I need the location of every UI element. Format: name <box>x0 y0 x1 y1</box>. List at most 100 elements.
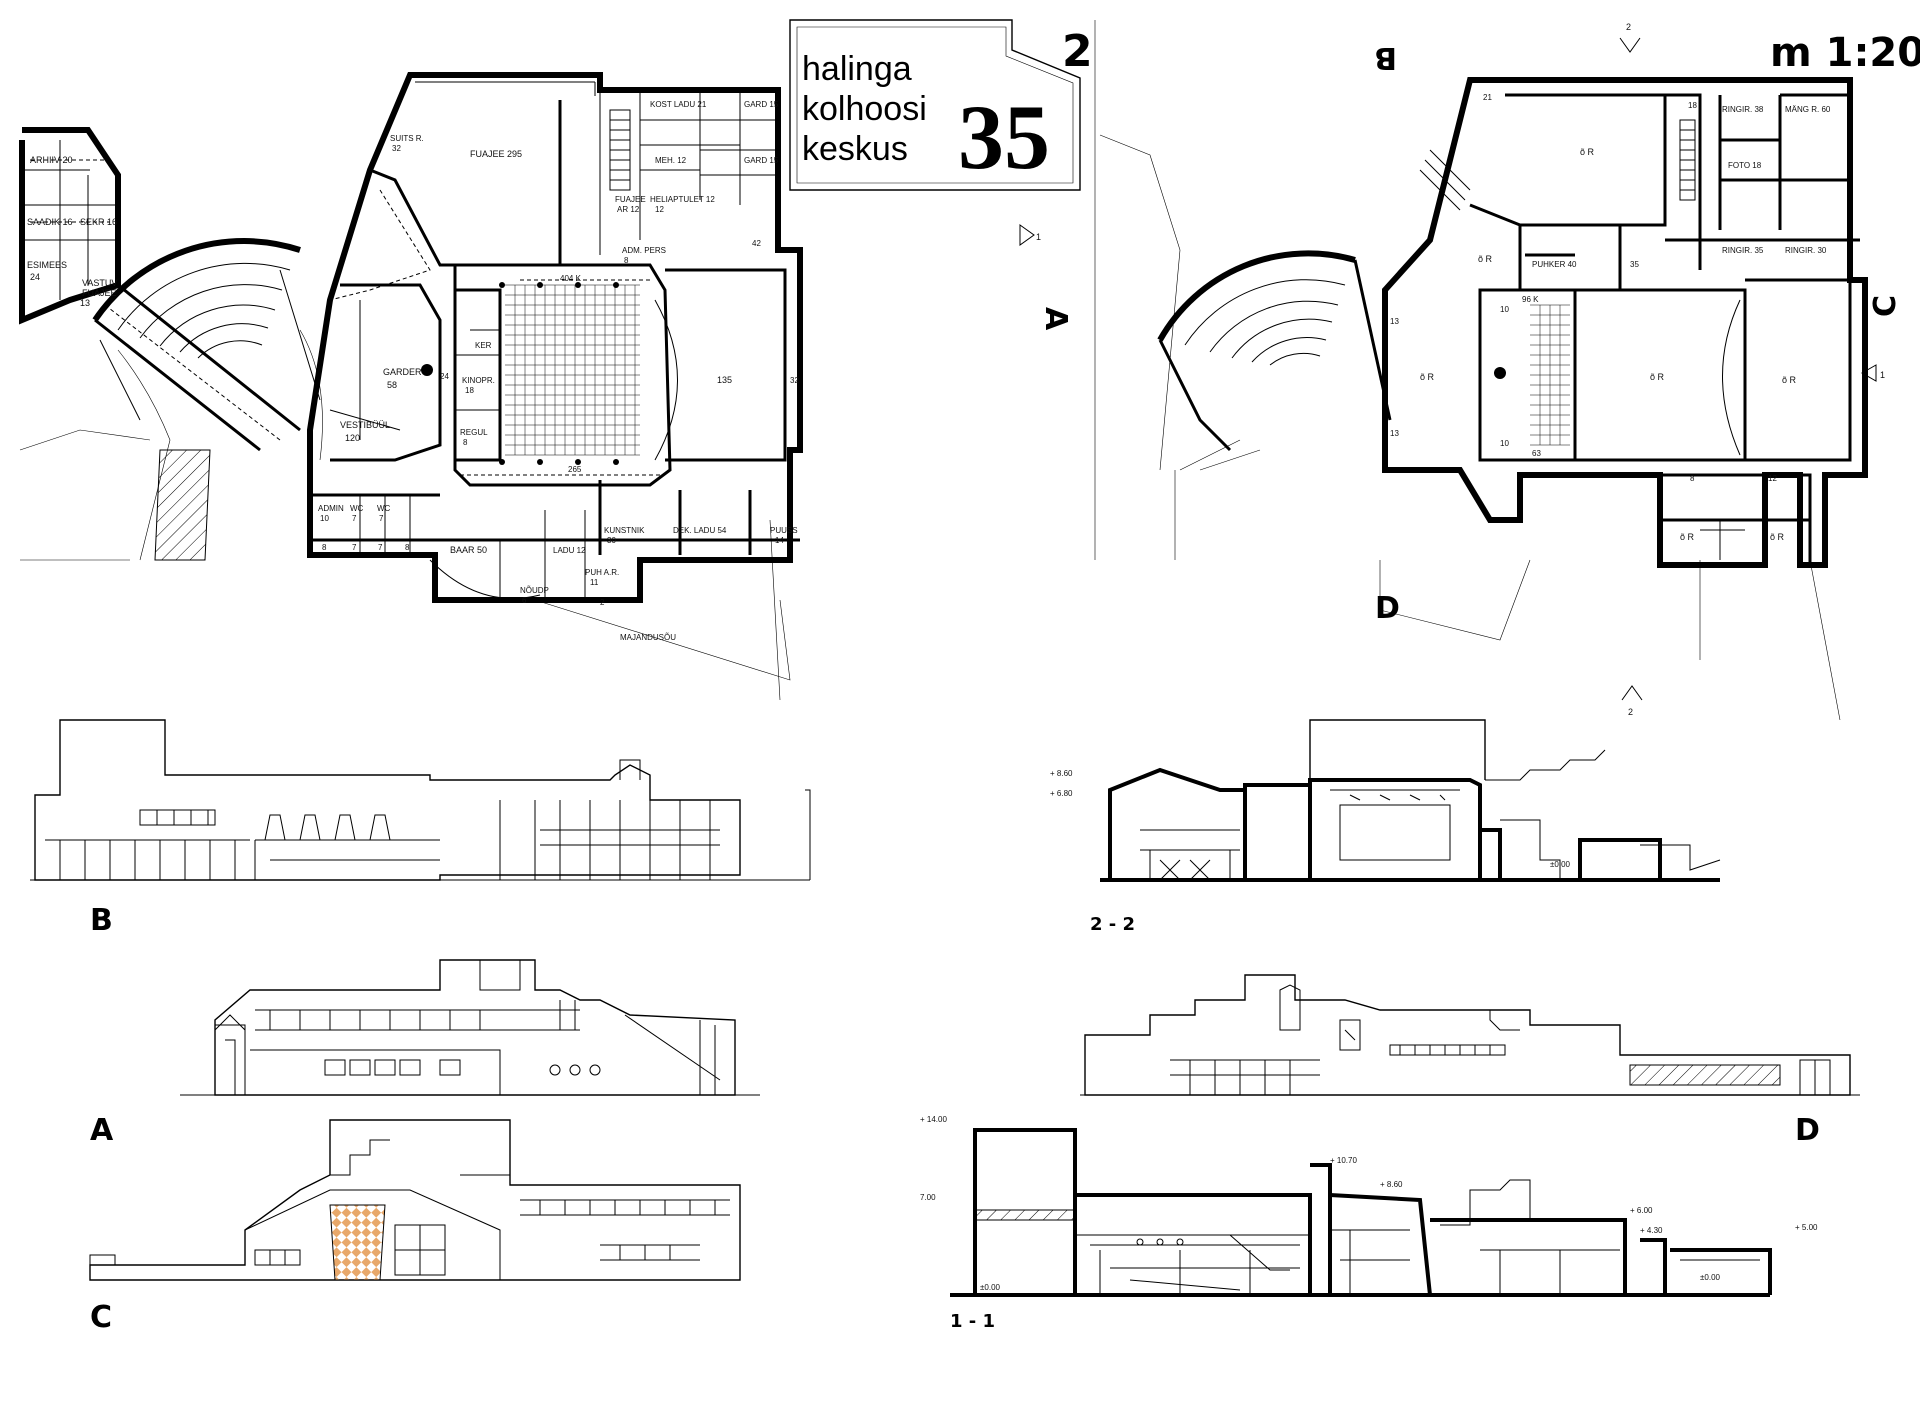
upper-room-63: 63 <box>1532 449 1541 458</box>
room-esimees-area: 24 <box>30 272 40 282</box>
room-fuajee: FUAJEE 295 <box>470 149 522 159</box>
room-puuss: PUUSS <box>770 526 798 535</box>
title-line-3: keskus <box>802 130 908 168</box>
upper-room-18: 18 <box>1688 101 1697 110</box>
section-markers: 1 2 2 1 <box>1019 22 1885 717</box>
upper-room-or-5: õ R <box>1782 375 1797 385</box>
view-label-a: A <box>1038 307 1073 331</box>
upper-room-21: 21 <box>1483 93 1492 102</box>
section-marker-2-bottom: 2 <box>1628 707 1633 717</box>
level-s11-a: + 14.00 <box>920 1115 947 1124</box>
level-s11-h: ±0.00 <box>980 1283 1001 1292</box>
upper-room-or-7: õ R <box>1770 532 1785 542</box>
room-regul: REGUL <box>460 428 488 437</box>
upper-floor-labels: 21 õ R 18 RINGIR. 38 MÄNG R. 60 FOTO 18 … <box>1390 93 1831 542</box>
elevation-b <box>30 719 811 881</box>
room-kunstnik-area: 30 <box>607 536 616 545</box>
section-2-2-levels: + 8.60 + 6.80 ±0.00 <box>1050 769 1571 869</box>
upper-room-ringir-38: RINGIR. 38 <box>1722 105 1764 114</box>
room-baar: BAAR 50 <box>450 545 487 555</box>
ground-floor-plan <box>19 72 803 701</box>
upper-room-13a: 13 <box>1390 317 1399 326</box>
room-helitulet-area: 12 <box>655 205 664 214</box>
level-s11-g: + 5.00 <box>1795 1223 1818 1232</box>
upper-room-or-1: õ R <box>1580 147 1595 157</box>
room-vestibuul-area: 120 <box>345 433 360 443</box>
view-label-b-top: B <box>1374 40 1397 75</box>
upper-room-35: 35 <box>1630 260 1639 269</box>
room-2: 2 <box>600 598 605 607</box>
room-sekr: SEKR 16 <box>80 217 117 227</box>
section-marker-2-top: 2 <box>1626 22 1631 32</box>
elev-label-c: C <box>90 1300 112 1335</box>
level-s11-f: + 4.30 <box>1640 1226 1663 1235</box>
section-2-2 <box>1100 719 1721 882</box>
columns <box>499 282 619 465</box>
room-ladu: LADU 12 <box>553 546 586 555</box>
room-8a: 8 <box>322 543 327 552</box>
room-8b: 8 <box>405 543 410 552</box>
elevation-a <box>180 959 760 1096</box>
elevation-c <box>89 1119 741 1281</box>
room-noudp-area: 6 <box>522 596 527 605</box>
room-helitulet: HELIAPTULET 12 <box>650 195 715 204</box>
upper-room-or-4: õ R <box>1650 372 1665 382</box>
room-fuajee-2-ar: AR 12 <box>617 205 640 214</box>
room-majandusou: MAJANDUSÕU <box>620 633 676 642</box>
room-7b: 7 <box>378 543 383 552</box>
room-admin-area: 10 <box>320 514 329 523</box>
room-wc-2-area: 7 <box>379 514 384 523</box>
level-s11-i: ±0.00 <box>1700 1273 1721 1282</box>
upper-room-12: 12 <box>1768 474 1777 483</box>
room-24: 24 <box>440 372 449 381</box>
room-fuajee-2: FUAJEE <box>615 195 646 204</box>
sheet-number: 2 <box>1062 26 1093 77</box>
room-saadik: SAADIK 16 <box>27 217 73 227</box>
title-block: halinga kolhoosi keskus 35 <box>789 19 1081 191</box>
room-arhiiv: ARHIIV 20 <box>30 155 73 165</box>
room-suits-area: 32 <box>392 144 401 153</box>
level-s11-e: + 6.00 <box>1630 1206 1653 1215</box>
auditorium-seating <box>505 284 640 456</box>
room-gard-1: GARD 15 <box>744 100 779 109</box>
level-s11-c: + 10.70 <box>1330 1156 1357 1165</box>
room-vestibuul: VESTIBÜÜL <box>340 420 390 430</box>
room-stage: 135 <box>717 375 732 385</box>
room-gard-2: GARD 15 <box>744 156 779 165</box>
room-puh-ar-area: 11 <box>590 578 599 587</box>
room-42: 42 <box>752 239 761 248</box>
title-line-2: kolhoosi <box>802 90 927 128</box>
upper-room-or-2: õ R <box>1478 254 1493 264</box>
room-admin: ADMIN <box>318 504 344 513</box>
elev-label-a: A <box>90 1113 114 1148</box>
section-1-1 <box>950 1128 1772 1297</box>
room-garder-area: 58 <box>387 380 397 390</box>
section-marker-1-top: 1 <box>1036 232 1041 242</box>
level-s11-b: 7.00 <box>920 1193 936 1202</box>
view-label-d: D <box>1375 591 1400 626</box>
room-puh-ar: PUH A.R. <box>585 568 619 577</box>
room-puuss-area: 14 <box>775 536 784 545</box>
room-noudp: NÕUDP <box>520 586 549 595</box>
level-s11-d: + 8.60 <box>1380 1180 1403 1189</box>
seats-count: 404 K <box>560 274 582 283</box>
section-label-2-2: 2 - 2 <box>1090 914 1135 935</box>
room-vastuv-fuajee: FUAJEE <box>82 288 117 298</box>
room-regul-area: 8 <box>463 438 468 447</box>
upper-room-ringir-35: RINGIR. 35 <box>1722 246 1764 255</box>
scale-label: m 1:200 <box>1770 30 1920 76</box>
room-meh: MEH. 12 <box>655 156 687 165</box>
room-265: 265 <box>568 465 582 474</box>
upper-room-or-6: õ R <box>1680 532 1695 542</box>
room-dek-ladu: DEK. LADU 54 <box>673 526 727 535</box>
upper-room-foto: FOTO 18 <box>1728 161 1762 170</box>
room-suits: SUITS R. <box>390 134 424 143</box>
upper-room-mang: MÄNG R. 60 <box>1785 105 1831 114</box>
room-esimees: ESIMEES <box>27 260 67 270</box>
room-adm-pers: ADM. PERS <box>622 246 666 255</box>
elev-label-d: D <box>1795 1113 1820 1148</box>
section-label-1-1: 1 - 1 <box>950 1311 995 1332</box>
room-kinopr-area: 18 <box>465 386 474 395</box>
room-kunstnik: KUNSTNIK <box>604 526 645 535</box>
